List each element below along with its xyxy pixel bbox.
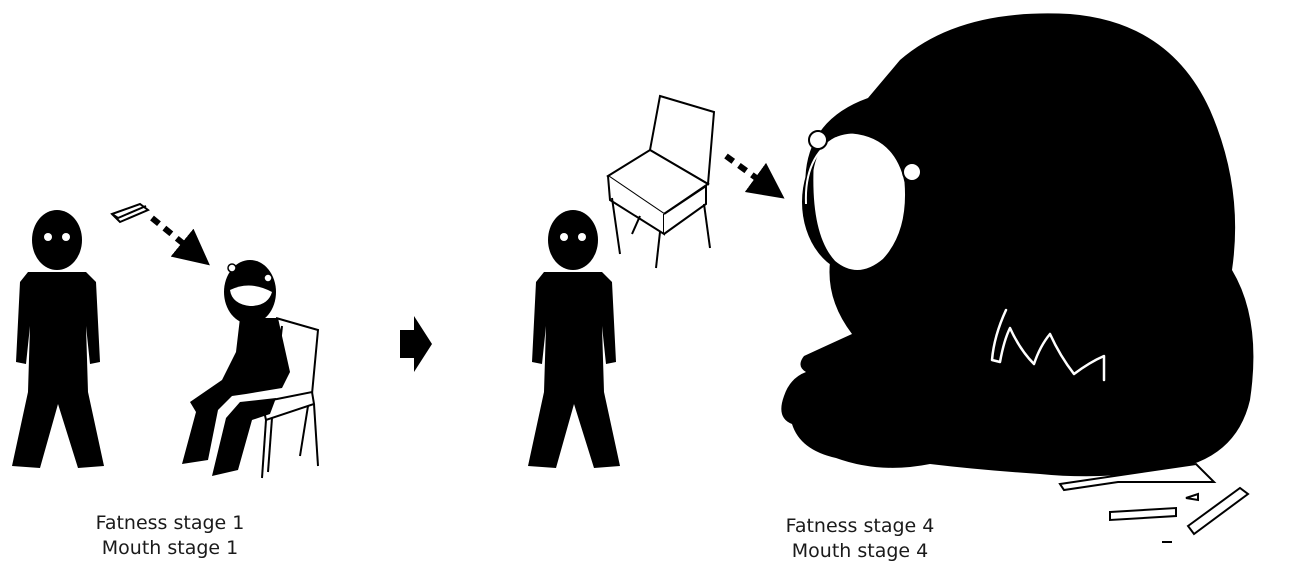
standing-person-right [528,210,620,468]
fat-creature-stage-4 [781,13,1253,476]
right-caption: Fatness stage 4 Mouth stage 4 [730,514,990,564]
left-caption-fatness: Fatness stage 1 [40,511,300,536]
thrown-book-icon [112,204,148,222]
dashed-arrow-left [152,218,196,254]
standing-person-left [12,210,104,468]
dashed-arrow-right [726,156,770,188]
left-caption: Fatness stage 1 Mouth stage 1 [40,511,300,561]
seated-person-mouth-stage-1 [182,260,290,476]
left-caption-mouth: Mouth stage 1 [40,536,300,561]
transition-arrow [400,316,432,372]
right-caption-mouth: Mouth stage 4 [730,539,990,564]
right-caption-fatness: Fatness stage 4 [730,514,990,539]
thrown-chair-icon [608,96,714,268]
